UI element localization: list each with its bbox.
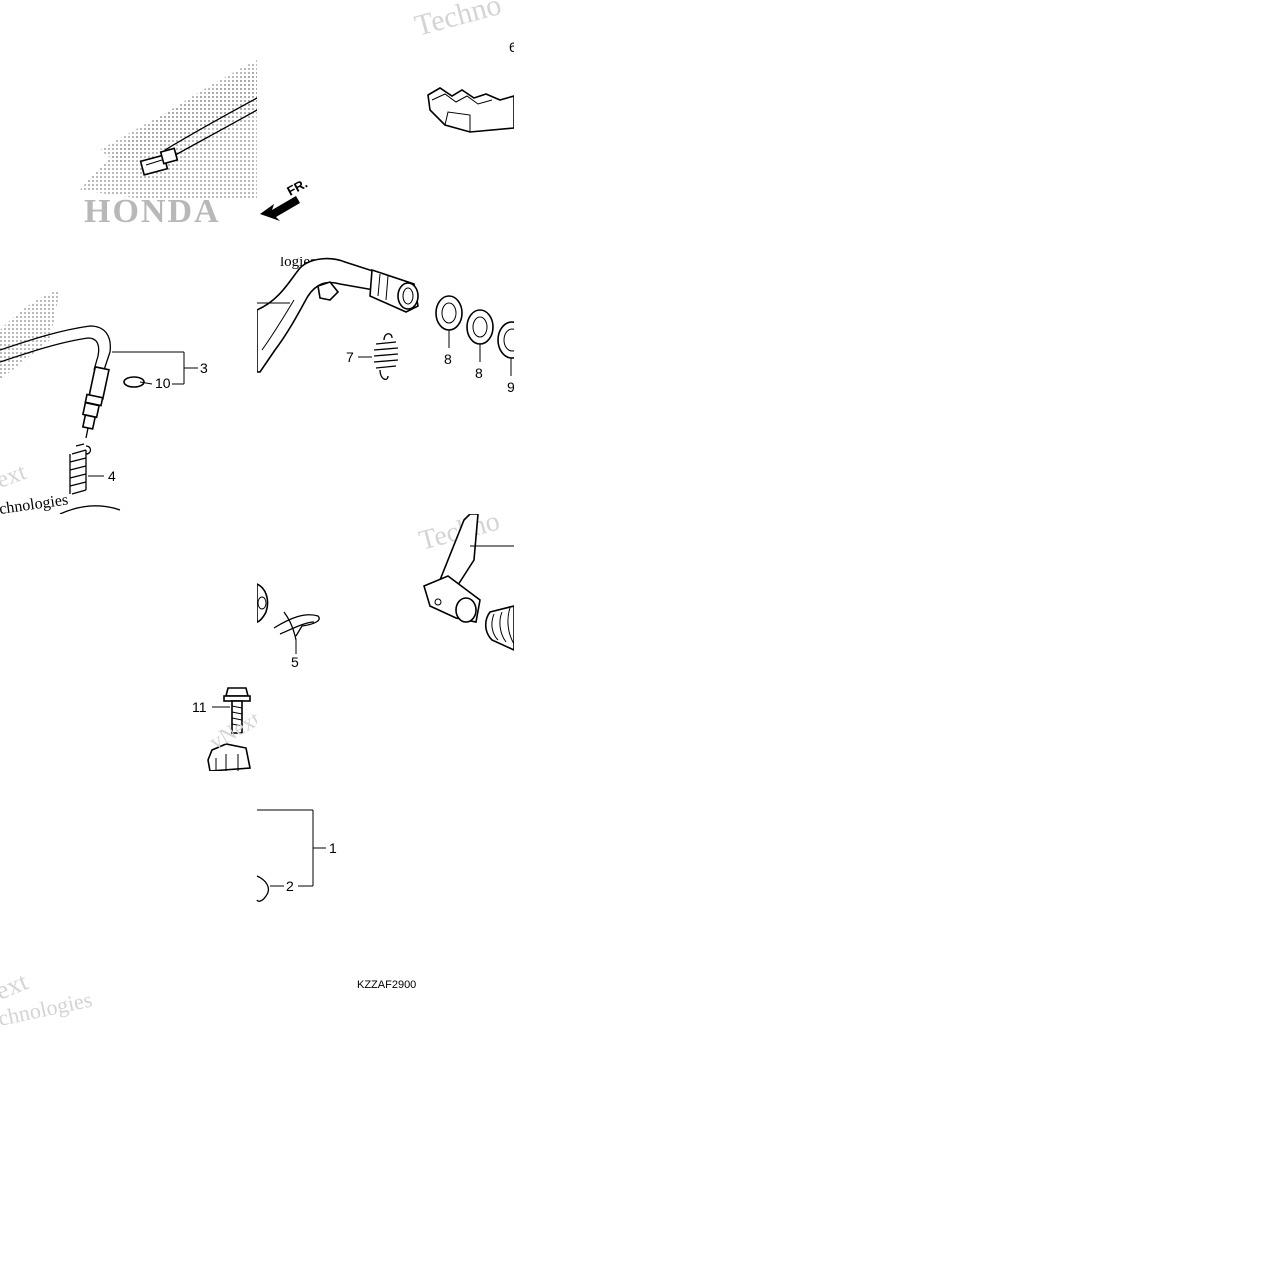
washer-icon-2 [466, 309, 494, 345]
front-direction-label: FR. [284, 176, 310, 199]
pedal-rubber-tip-icon [484, 605, 514, 651]
footrest-peg-icon [427, 87, 514, 133]
honda-logo-text: HONDA [84, 193, 221, 230]
shift-lever-arm [257, 257, 377, 373]
callout-3: 3 [200, 360, 208, 376]
callout-2: 2 [286, 878, 294, 894]
callout-1: 1 [329, 840, 337, 856]
callout-5: 5 [291, 654, 299, 670]
callout-10: 10 [155, 375, 171, 391]
harness-wire [164, 97, 257, 151]
clip-icon [123, 376, 153, 388]
switch-cable [0, 325, 111, 371]
return-spring-icon [69, 443, 92, 495]
callout-8-a: 8 [444, 351, 452, 367]
watermark-ext: ext [0, 459, 30, 494]
bracket-icon [207, 743, 251, 771]
honda-wing-logo-faint [0, 290, 60, 380]
callout-8-b: 8 [475, 365, 483, 381]
watermark-bottom-left: ext chnologies [0, 966, 94, 1030]
lever-spring-icon [373, 333, 399, 381]
front-direction-arrow-icon [260, 196, 300, 221]
callout-4: 4 [108, 468, 116, 484]
bolt-tile: 11 vNext [192, 687, 257, 771]
watermark-chnologies: chnologies [0, 491, 69, 517]
washer-icon-1 [435, 295, 463, 331]
harness-connector-icon [139, 147, 179, 176]
lever-pivot-boss-icon [369, 268, 419, 313]
callout-7: 7 [346, 349, 354, 365]
honda-logo-tile: HONDA [80, 60, 257, 230]
switch-body-icon [81, 365, 110, 439]
callout-11: 11 [192, 699, 207, 715]
assembly-callouts: 1 2 [256, 809, 337, 902]
cotter-pin-icon [273, 611, 320, 641]
callout-6-mid: 6 [249, 295, 257, 311]
diagram-code: KZZAF2900 [357, 979, 416, 991]
watermark-techno-top: Techno [411, 0, 504, 43]
oil-seal-icon [497, 321, 514, 359]
footrest-tile: Techno 6 FR. [260, 0, 517, 221]
callout-9: 9 [507, 379, 515, 395]
cable-tile: 3 10 4 ext chnologies [0, 290, 208, 517]
gear-shift-pedal-icon [423, 514, 514, 623]
callout-6-top: 6 [509, 39, 517, 55]
bolt-icon [223, 687, 251, 734]
lever-tile: logies 6 7 8 8 [249, 257, 515, 395]
pedal-tile: Techno 5 [257, 514, 514, 670]
